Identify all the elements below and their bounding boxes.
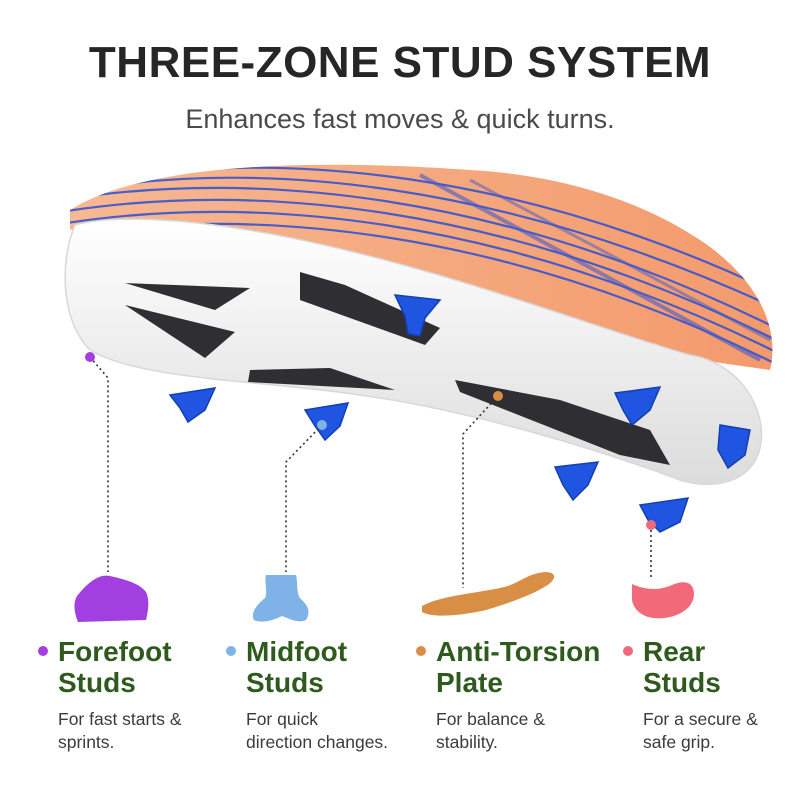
forefoot-marker-dot [85, 352, 95, 362]
stud [303, 402, 350, 442]
midfoot-stud-shape-icon [252, 575, 309, 622]
callout-lines [89, 356, 652, 588]
feature-bullet-dot [416, 646, 426, 656]
feature-description: For balance & stability. [436, 709, 545, 752]
feature-rear-studs: Rear Studs For a secure & safe grip. [623, 636, 793, 754]
feature-bullet-dot [623, 646, 633, 656]
forefoot-leader-line [89, 356, 109, 572]
stud [613, 386, 662, 427]
page-subtitle: Enhances fast moves & quick turns. [185, 104, 615, 134]
feature-heading: Rear Studs [643, 636, 721, 698]
rear-marker-dot [646, 520, 656, 530]
stud [168, 387, 217, 424]
stud [717, 424, 751, 470]
plate-leader-line [462, 395, 499, 588]
feature-bullet-dot [226, 646, 236, 656]
forefoot-stud-shape-icon [74, 575, 149, 622]
page-title: THREE-ZONE STUD SYSTEM [88, 38, 712, 87]
feature-heading: Anti-Torsion Plate [436, 636, 601, 698]
feature-midfoot-studs: Midfoot Studs For quick direction change… [226, 636, 436, 754]
feature-description: For quick direction changes. [246, 709, 389, 752]
feature-description: For fast starts & sprints. [58, 709, 182, 752]
feature-bullet-dot [38, 646, 48, 656]
anti-torsion-plate-shape-icon [422, 572, 555, 616]
boot-sole [64, 218, 763, 485]
stud [393, 294, 442, 337]
feature-heading: Midfoot Studs [246, 636, 348, 698]
feature-description: For a secure & safe grip. [643, 709, 758, 752]
plate-marker-dot [493, 391, 503, 401]
midfoot-leader-line [285, 424, 323, 572]
rear-stud-shape-icon [632, 582, 694, 619]
feature-forefoot-studs: Forefoot Studs For fast starts & sprints… [38, 636, 248, 754]
feature-heading: Forefoot Studs [58, 636, 172, 698]
feature-anti-torsion-plate: Anti-Torsion Plate For balance & stabili… [416, 636, 636, 754]
stud [553, 461, 600, 502]
midfoot-marker-dot [317, 420, 327, 430]
